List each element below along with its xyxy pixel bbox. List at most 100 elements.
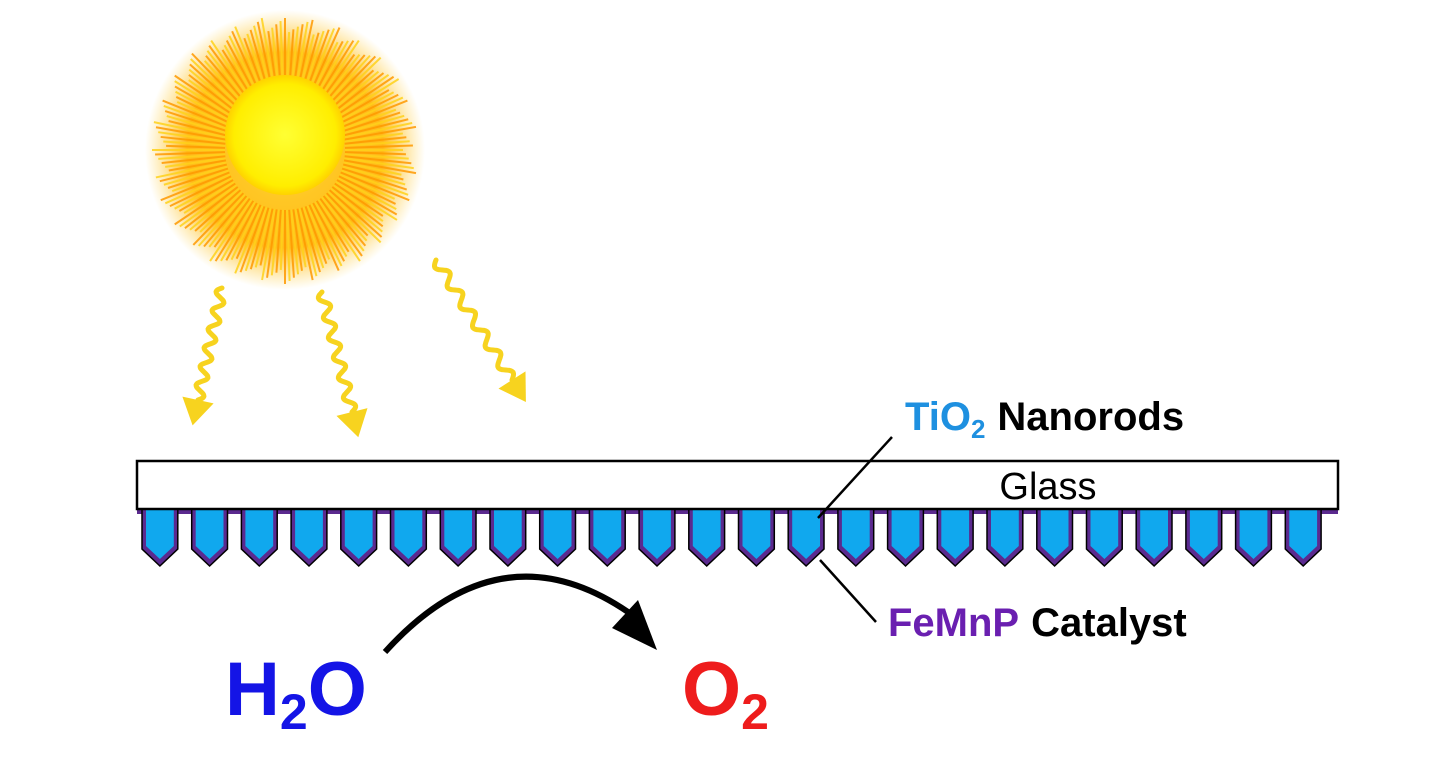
sun-ray bbox=[178, 179, 234, 212]
nanorod bbox=[941, 509, 970, 559]
sun-ray bbox=[197, 193, 246, 247]
nanorod bbox=[146, 509, 174, 559]
sun-ray bbox=[344, 136, 407, 145]
sun-core bbox=[225, 75, 345, 195]
sun-ray bbox=[209, 199, 253, 262]
sun-ray bbox=[164, 110, 229, 133]
sun-ray bbox=[213, 197, 251, 248]
sun-ray bbox=[344, 157, 414, 170]
sun-ray bbox=[332, 184, 384, 222]
sun-ray bbox=[336, 179, 398, 216]
sun-ray bbox=[332, 73, 390, 116]
sun-ray bbox=[288, 209, 295, 278]
sun-ray bbox=[315, 200, 350, 253]
sun-ray bbox=[159, 163, 228, 183]
sun-ray bbox=[325, 55, 377, 108]
sun-ray bbox=[163, 140, 226, 147]
light-ray-arrowhead bbox=[336, 408, 368, 438]
sun-ray bbox=[336, 89, 390, 121]
sun-ray bbox=[168, 119, 228, 137]
sun-ray bbox=[174, 74, 236, 118]
nanorods-formula-subscript: 2 bbox=[971, 414, 985, 444]
sun-ray bbox=[174, 177, 233, 210]
sun-ray bbox=[343, 121, 413, 139]
sun-ray bbox=[210, 40, 253, 101]
sun-ray bbox=[310, 203, 343, 267]
nanorod bbox=[444, 509, 472, 559]
sun-ray bbox=[339, 173, 396, 200]
sun-ray bbox=[160, 135, 226, 145]
nanorod bbox=[295, 509, 323, 559]
nanorod bbox=[742, 509, 771, 559]
reactant-main: H bbox=[225, 647, 280, 732]
sun-ray bbox=[208, 196, 249, 248]
sun-ray bbox=[191, 52, 245, 108]
sun-ray bbox=[339, 96, 404, 127]
light-ray-2 bbox=[315, 289, 359, 415]
sun-ray bbox=[300, 207, 321, 273]
sun-ray bbox=[165, 157, 226, 168]
sun-ray bbox=[254, 207, 272, 268]
sun-ray bbox=[155, 161, 227, 179]
light-ray-arrowhead bbox=[498, 371, 526, 402]
sun-ray bbox=[342, 118, 409, 137]
sun-ray bbox=[183, 180, 235, 214]
sun-ray bbox=[192, 192, 245, 246]
sun-ray bbox=[175, 90, 233, 123]
sun-ray bbox=[334, 182, 384, 217]
sun-ray bbox=[317, 199, 361, 262]
sun-ray bbox=[344, 140, 410, 147]
sun-ray bbox=[298, 207, 318, 277]
sun-ray bbox=[335, 180, 398, 221]
sun-icon bbox=[145, 10, 425, 290]
sun-ray bbox=[312, 202, 346, 262]
nanorod bbox=[344, 509, 373, 559]
sun-ray bbox=[164, 173, 231, 205]
catalyst-base-layer bbox=[137, 509, 1338, 514]
sun-ray bbox=[341, 111, 401, 133]
sun-ray bbox=[169, 175, 232, 208]
sun-ray bbox=[188, 68, 240, 113]
nanorod bbox=[1140, 509, 1168, 559]
nanorod bbox=[593, 509, 622, 559]
sun-ray bbox=[327, 56, 382, 110]
sun-ray bbox=[188, 74, 239, 114]
sun-ray bbox=[155, 126, 227, 141]
catalyst-suffix: Catalyst bbox=[1031, 601, 1187, 645]
sun-ray bbox=[290, 209, 300, 275]
sun-ray bbox=[344, 132, 403, 143]
sun-ray bbox=[167, 167, 229, 189]
sun-ray bbox=[341, 167, 408, 191]
sun-ray bbox=[334, 75, 395, 118]
sun-ray bbox=[160, 171, 230, 202]
sun-ray bbox=[325, 192, 369, 237]
sun-ray bbox=[155, 151, 226, 156]
sun-ray bbox=[270, 209, 280, 276]
sun-ray bbox=[335, 78, 400, 120]
nanorod bbox=[543, 509, 572, 559]
sun-ray bbox=[166, 144, 226, 149]
sun-ray bbox=[286, 209, 291, 281]
sun-ray bbox=[266, 209, 278, 278]
sun-ray bbox=[188, 79, 238, 116]
light-ray-arrowhead bbox=[182, 396, 214, 426]
sun-ray bbox=[190, 58, 243, 110]
sun-ray bbox=[203, 195, 248, 248]
nanorod bbox=[195, 509, 224, 559]
product-subscript: 2 bbox=[741, 684, 769, 740]
sun-ray bbox=[235, 204, 262, 260]
nanorods-formula: TiO bbox=[905, 395, 971, 439]
sun-ray bbox=[296, 208, 314, 281]
nanorods-name: Nanorods bbox=[997, 395, 1184, 439]
sun-ray bbox=[328, 189, 383, 238]
product-label: O2 bbox=[682, 647, 769, 740]
sun-ray bbox=[225, 202, 258, 261]
glass-label: Glass bbox=[999, 466, 1096, 508]
sun-ray bbox=[341, 169, 409, 196]
sun-ray bbox=[337, 91, 395, 123]
sun-ray bbox=[208, 45, 251, 103]
sun-ray bbox=[261, 208, 276, 281]
sun-ray bbox=[214, 200, 255, 262]
reactant-subscript: 2 bbox=[280, 684, 308, 740]
